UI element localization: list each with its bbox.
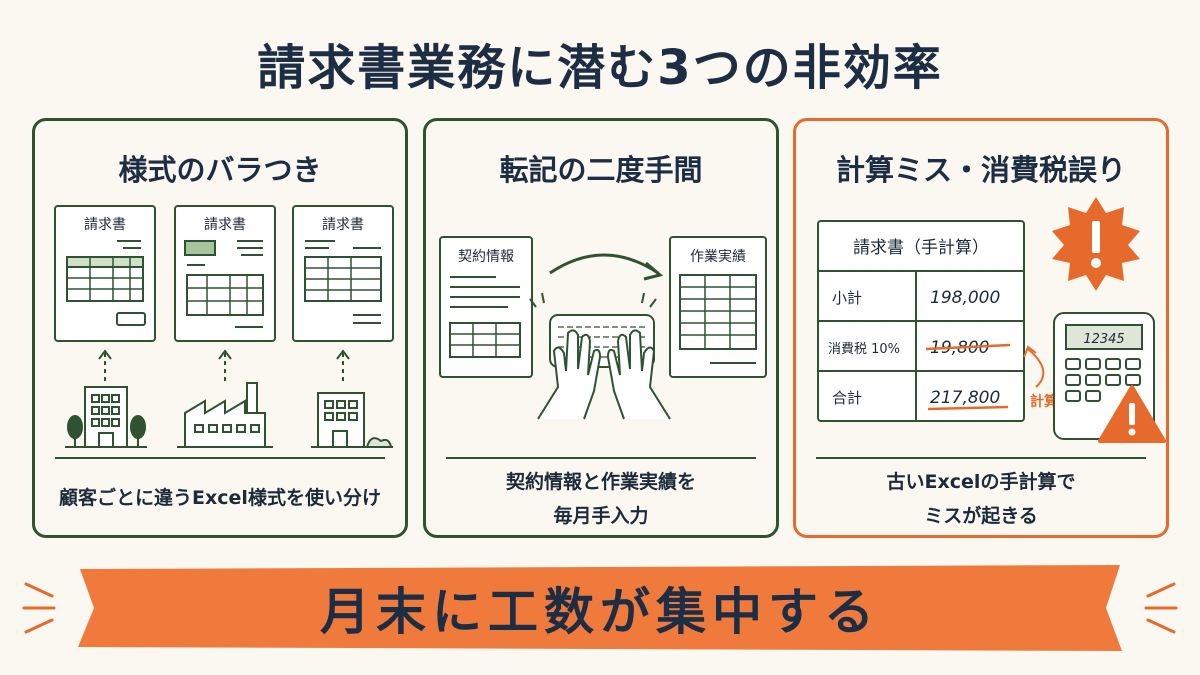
- banner-text: 月末に工数が集中する: [320, 583, 880, 641]
- ribbon-shape: [78, 565, 1122, 651]
- contract-doc-icon: 契約情報: [439, 236, 533, 378]
- doc-label: 請求書: [84, 217, 126, 233]
- invoice-table: [817, 220, 1025, 422]
- doc-label: 作業実績: [690, 249, 746, 265]
- emphasis-lines-left: [22, 582, 56, 634]
- invoice-doc-icon: 請求書: [292, 205, 394, 342]
- underline: [927, 405, 1009, 411]
- calculator-display: 12345: [1083, 332, 1124, 347]
- invoice-doc-icon: 請求書: [54, 205, 156, 342]
- table-title: 請求書（手計算）: [853, 238, 989, 258]
- warning-triangle-icon: [1098, 385, 1166, 443]
- page-title: 請求書業務に潜む3つの非効率: [257, 40, 943, 96]
- row-label: 消費税 10%: [828, 342, 900, 357]
- arrow-icon: [1027, 348, 1045, 388]
- divider: [55, 457, 385, 459]
- emphasis-lines-right: [1144, 582, 1178, 634]
- row-label: 合計: [832, 389, 862, 407]
- double-entry-illustration: 契約情報 作業実績: [439, 236, 767, 420]
- alert-burst-icon: [1052, 197, 1140, 291]
- office-building-icon: [311, 392, 393, 448]
- format-illustration: 請求書 請求書: [54, 205, 394, 448]
- work-record-doc-icon: 作業実績: [669, 236, 767, 378]
- panel-title: 転記の二度手間: [499, 153, 703, 187]
- panel-title: 様式のバラつき: [118, 153, 322, 187]
- arrow-right-icon: [549, 253, 664, 281]
- panel-double-entry: 転記の二度手間 契約情報 作業実績: [423, 118, 779, 538]
- strikethrough: [925, 343, 1011, 351]
- panel-format-variance: 様式のバラつき 請求書 請求書: [32, 118, 408, 538]
- doc-label: 請求書: [204, 217, 246, 233]
- row-value: 198,000: [930, 288, 1000, 308]
- doc-label: 請求書: [322, 217, 364, 233]
- panel-caption-line2: ミスが起きる: [924, 505, 1038, 527]
- panel-title: 計算ミス・消費税誤り: [835, 153, 1126, 187]
- panel-caption: 顧客ごとに違うExcel様式を使い分け: [59, 487, 381, 509]
- panel-calculation-error: 計算ミス・消費税誤り 請求書（手計算） 小計 198,000 消費税 10% 1…: [793, 118, 1169, 538]
- row-label: 小計: [832, 289, 862, 307]
- factory-icon: [177, 382, 273, 448]
- panel-caption-line1: 古いExcelの手計算で: [886, 471, 1076, 493]
- divider: [816, 457, 1146, 459]
- panel-caption-line1: 契約情報と作業実績を: [505, 471, 696, 493]
- keyboard-typing-icon: [529, 292, 671, 420]
- conclusion-banner: 月末に工数が集中する: [76, 563, 1124, 653]
- row-value: 217,800: [930, 388, 1000, 408]
- invoice-doc-icon: 請求書: [174, 205, 276, 342]
- office-building-icon: [65, 386, 147, 448]
- doc-label: 契約情報: [458, 249, 514, 265]
- divider: [446, 457, 756, 459]
- panel-caption-line2: 毎月手入力: [553, 505, 649, 527]
- calculation-illustration: 請求書（手計算） 小計 198,000 消費税 10% 19,800 合計 21…: [817, 197, 1166, 443]
